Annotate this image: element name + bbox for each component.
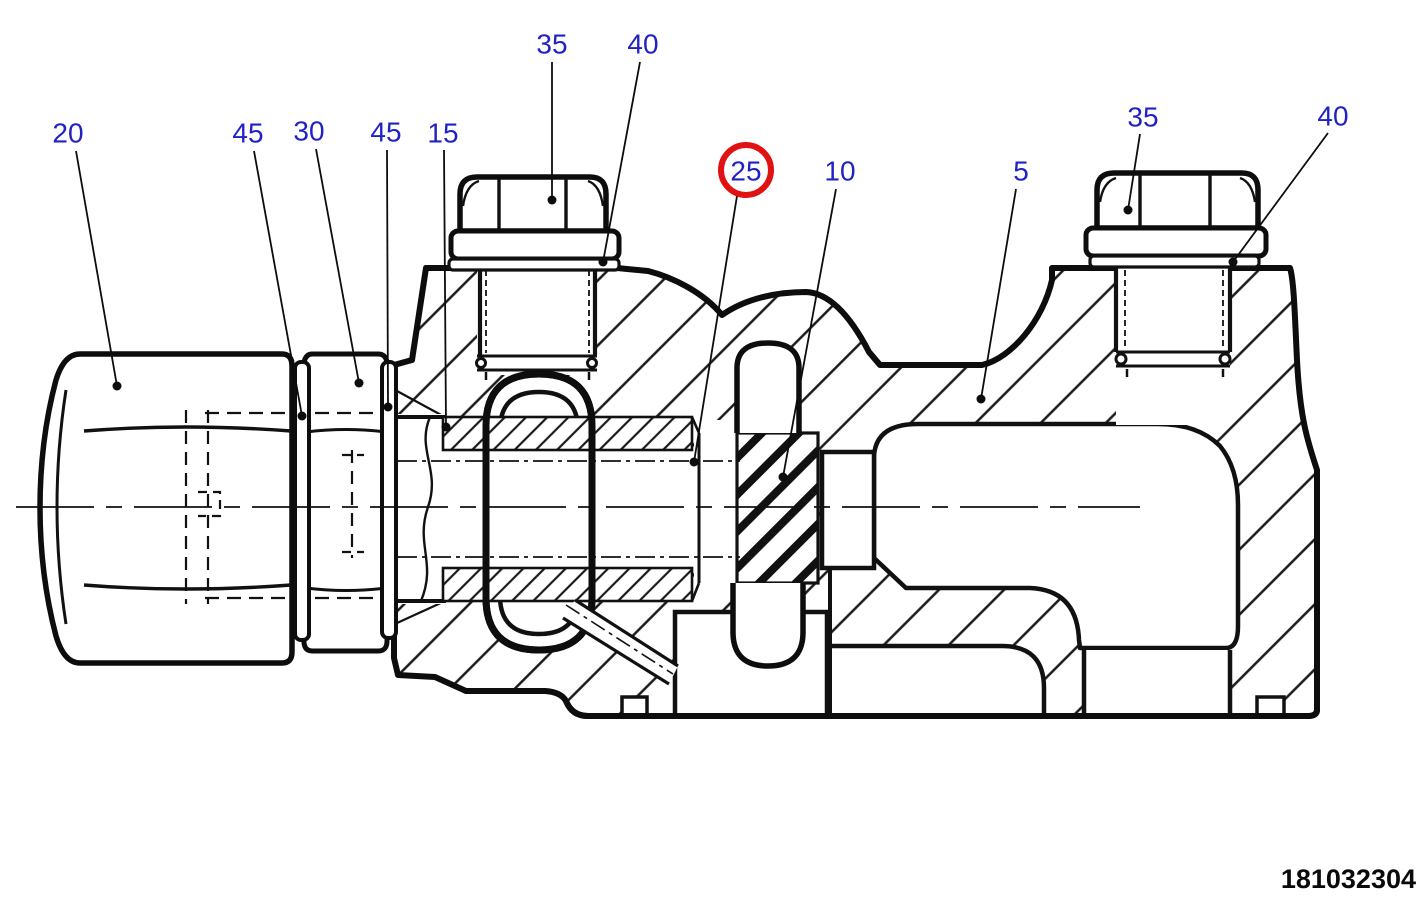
- leader-line: [980, 188, 1017, 400]
- centerlines: [16, 460, 1140, 558]
- leader-line: [315, 148, 360, 384]
- callout-45: 45: [370, 117, 402, 412]
- callout-label: 40: [1317, 101, 1348, 132]
- callout-30: 30: [293, 116, 364, 388]
- leader-dot: [441, 422, 451, 432]
- leader-dot: [383, 402, 393, 412]
- callout-label: 20: [52, 118, 83, 149]
- callout-label: 45: [232, 118, 263, 149]
- leader-dot: [1123, 205, 1133, 215]
- diagonal-passage: [562, 598, 679, 686]
- leader-dot: [354, 378, 364, 388]
- callout-label: 45: [370, 117, 401, 148]
- callout-45: 45: [232, 118, 307, 421]
- seal-washer-45b: [380, 360, 398, 640]
- leader-line: [1232, 132, 1329, 263]
- poppet: [730, 340, 877, 669]
- leader-dot: [547, 195, 557, 205]
- left-bolt: [447, 174, 622, 272]
- drawing-number: 181032304: [1281, 864, 1416, 894]
- leader-line: [602, 61, 641, 263]
- right-bolt-counterbore: [1113, 267, 1233, 425]
- left-bolt-hole: [475, 267, 598, 380]
- callout-label: 15: [427, 118, 458, 149]
- leader-dot: [778, 472, 788, 482]
- callout-label: 30: [293, 116, 324, 147]
- seal-washer-45a: [293, 360, 311, 642]
- left-bolt-washer: [447, 257, 621, 272]
- callout-40: 40: [598, 29, 659, 267]
- leader-dot: [112, 381, 122, 391]
- leader-line: [443, 149, 447, 428]
- leader-dot: [976, 394, 986, 404]
- leader-line: [75, 150, 118, 387]
- cap-nut-20: [37, 351, 295, 666]
- callout-20: 20: [52, 118, 122, 391]
- callout-label: 5: [1013, 156, 1029, 187]
- callout-label: 35: [536, 29, 567, 60]
- callout-label: 25: [730, 156, 761, 187]
- leader-line: [1127, 133, 1141, 211]
- body-cavity: [828, 421, 1241, 714]
- leader-line: [782, 188, 837, 478]
- callout-35: 35: [536, 29, 568, 205]
- callout-10: 10: [778, 156, 856, 482]
- highlight-circle: [718, 142, 774, 198]
- leader-dot: [689, 457, 699, 467]
- callout-layer: 20 45 30 45 15 35 40 25 10 5 35 40: [52, 29, 1349, 482]
- callout-15: 15: [427, 118, 459, 432]
- right-bolt: [1083, 170, 1269, 269]
- leader-dot: [297, 411, 307, 421]
- leader-line: [693, 195, 738, 463]
- lock-nut-30: [301, 351, 390, 654]
- callout-25: 25: [689, 142, 774, 467]
- leader-dot: [598, 257, 608, 267]
- callout-label: 35: [1127, 102, 1158, 133]
- callout-label: 10: [824, 156, 855, 187]
- poppet-collar: [819, 449, 877, 571]
- threaded-adapter: [394, 370, 739, 654]
- leader-line: [386, 149, 389, 408]
- callout-label: 40: [627, 29, 658, 60]
- leader-line: [253, 150, 303, 417]
- leader-dot: [1228, 257, 1238, 267]
- right-bolt-washer: [1088, 254, 1261, 269]
- callout-40: 40: [1228, 101, 1349, 267]
- callout-35: 35: [1123, 102, 1159, 215]
- callout-5: 5: [976, 156, 1029, 404]
